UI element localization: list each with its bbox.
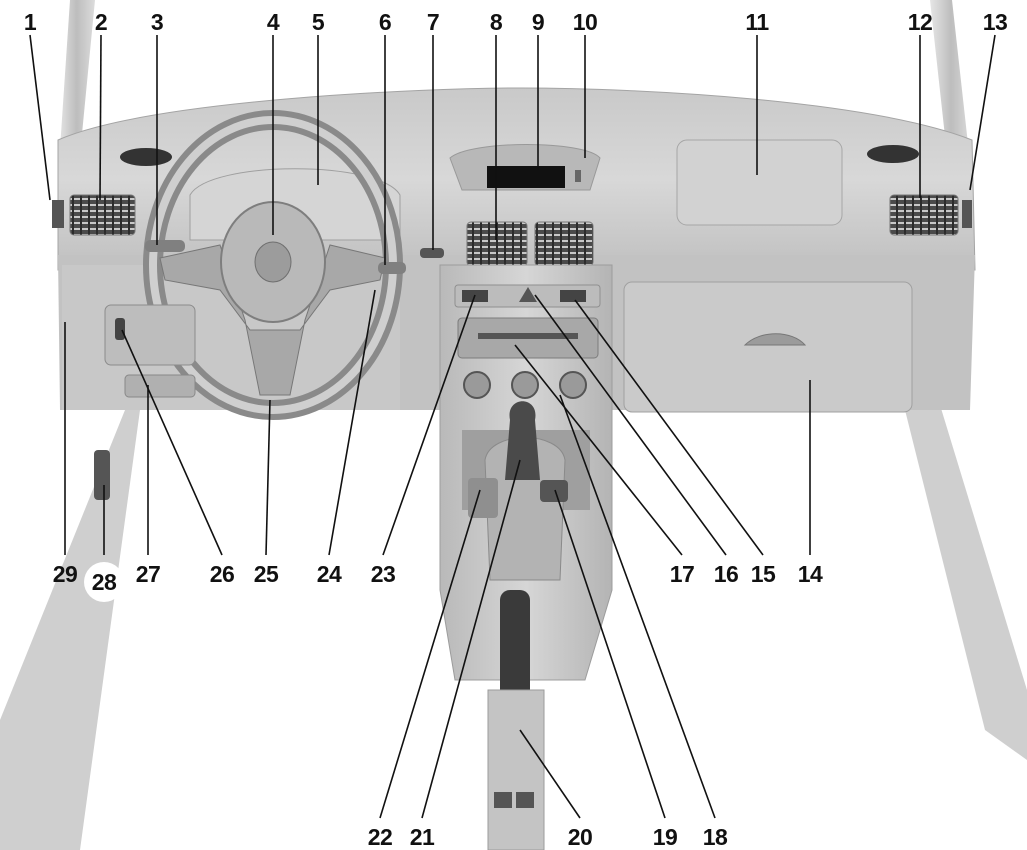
gear-knob bbox=[505, 401, 540, 480]
callout-28: 28 bbox=[92, 569, 117, 595]
callout-29: 29 bbox=[53, 561, 78, 587]
storage-tray bbox=[468, 478, 498, 518]
callout-3: 3 bbox=[151, 9, 163, 35]
lower-left-switch-panel bbox=[104, 304, 196, 366]
callout-8: 8 bbox=[490, 9, 503, 35]
callout-14: 14 bbox=[798, 561, 823, 587]
callout-13: 13 bbox=[983, 9, 1008, 35]
callout-25: 25 bbox=[254, 561, 279, 587]
glovebox-handle bbox=[743, 333, 807, 346]
left-a-pillar bbox=[58, 0, 95, 178]
display-button bbox=[575, 170, 581, 182]
callout-19: 19 bbox=[653, 824, 678, 850]
bonnet-release bbox=[94, 450, 110, 500]
cigarette-lighter bbox=[540, 480, 568, 502]
heater-control-center bbox=[511, 371, 539, 399]
right-stalk bbox=[378, 262, 406, 274]
right-speaker bbox=[867, 145, 919, 163]
horn-logo bbox=[254, 241, 292, 283]
right-door-vent bbox=[962, 200, 972, 228]
callout-26: 26 bbox=[210, 561, 235, 587]
callout-10: 10 bbox=[573, 9, 598, 35]
callout-16: 16 bbox=[714, 561, 739, 587]
callout-6: 6 bbox=[379, 9, 391, 35]
right-side-vent bbox=[889, 194, 959, 236]
radio-slot bbox=[478, 333, 578, 339]
central-display bbox=[487, 166, 565, 188]
gear-boot bbox=[484, 437, 566, 581]
handbrake-console bbox=[487, 689, 545, 850]
callout-18: 18 bbox=[703, 824, 728, 850]
glovebox bbox=[623, 281, 913, 413]
heater-control-left bbox=[463, 371, 491, 399]
wiper-stalk bbox=[420, 248, 444, 258]
right-door-frame bbox=[905, 405, 1027, 760]
callout-23: 23 bbox=[371, 561, 396, 587]
callout-2: 2 bbox=[95, 9, 107, 35]
callout-27: 27 bbox=[136, 561, 161, 587]
callout-22: 22 bbox=[368, 824, 393, 850]
headlight-adjust-switch bbox=[115, 318, 125, 340]
central-vent-left bbox=[466, 221, 528, 267]
leader-lines bbox=[29, 34, 996, 819]
callout-24: 24 bbox=[317, 561, 342, 587]
window-switch-left bbox=[494, 792, 512, 808]
callout-7: 7 bbox=[427, 9, 439, 35]
left-door-vent bbox=[52, 200, 64, 228]
label-28-highlight bbox=[84, 562, 124, 602]
callout-11: 11 bbox=[745, 9, 769, 35]
left-speaker bbox=[120, 148, 172, 166]
fuse-box-cover bbox=[124, 374, 196, 398]
left-stalk bbox=[145, 240, 185, 252]
callout-15: 15 bbox=[751, 561, 776, 587]
callout-20: 20 bbox=[568, 824, 593, 850]
callout-labels: 1 2 3 4 5 6 7 8 9 10 11 12 13 14 15 16 1… bbox=[24, 9, 1008, 850]
left-door-frame bbox=[0, 410, 140, 850]
callout-4: 4 bbox=[267, 9, 280, 35]
callout-21: 21 bbox=[410, 824, 435, 850]
hazard-switch bbox=[519, 287, 537, 302]
window-switch-right bbox=[516, 792, 534, 808]
callout-1: 1 bbox=[24, 9, 37, 35]
switch-right bbox=[560, 290, 586, 302]
passenger-airbag-panel bbox=[676, 139, 843, 226]
callout-5: 5 bbox=[312, 9, 325, 35]
callout-17: 17 bbox=[670, 561, 695, 587]
heater-control-right bbox=[559, 371, 587, 399]
left-side-vent bbox=[69, 194, 136, 236]
central-vent-right bbox=[534, 221, 594, 267]
callout-9: 9 bbox=[532, 9, 544, 35]
callout-12: 12 bbox=[908, 9, 933, 35]
